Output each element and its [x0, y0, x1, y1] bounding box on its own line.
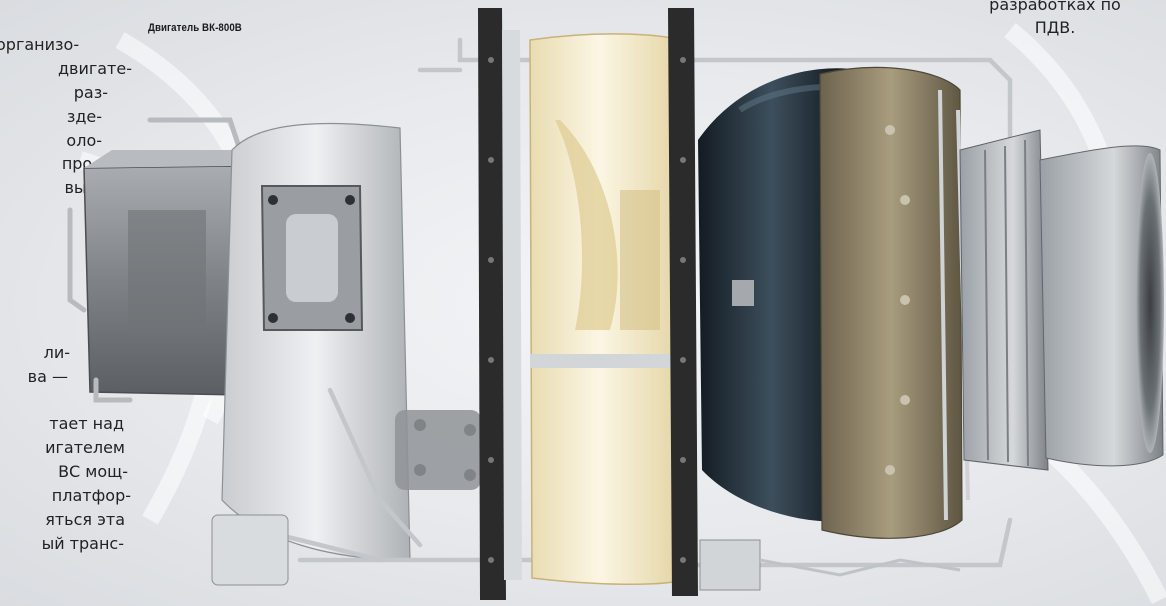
left-text-line: тает над	[49, 414, 124, 433]
left-text-line: оло-	[66, 131, 102, 150]
left-text-line: ва —	[27, 367, 68, 386]
left-text-line: зде-	[66, 107, 102, 126]
right-text-line-2: ПДВ.	[1034, 18, 1076, 37]
left-text-line: ый транс-	[41, 534, 124, 553]
left-text-line: ВС мощ-	[58, 462, 128, 481]
body-text-right-column: разработках по ПДВ.	[980, 0, 1130, 39]
left-text-line: игателем	[45, 438, 125, 457]
left-text-line: раз-	[73, 83, 108, 102]
left-text-line: яться эта	[45, 510, 125, 529]
left-text-line: двигате-	[57, 59, 132, 78]
figure-caption: Двигатель ВК-800В	[148, 22, 242, 34]
right-text-line-1: разработках по	[989, 0, 1121, 14]
left-text-line: ли-	[43, 343, 70, 362]
left-text-line: организо-	[0, 35, 80, 54]
left-text-line: платфор-	[51, 486, 131, 505]
